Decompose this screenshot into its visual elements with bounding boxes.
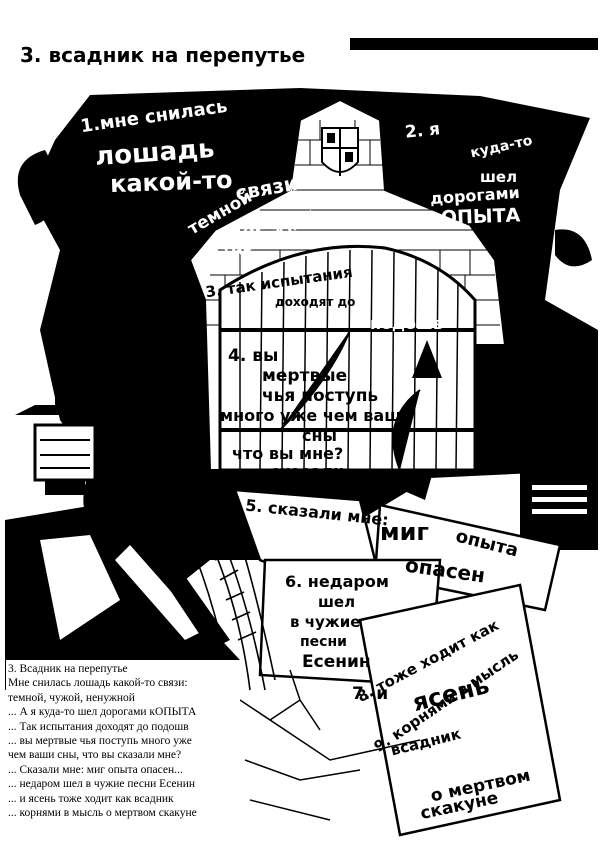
caption-line: ... недаром шел в чужие песни Есенин: [8, 778, 196, 791]
poem-fragment: подошв: [370, 314, 444, 333]
caption-line: ... и ясень тоже ходит как всадник: [8, 792, 174, 805]
black-triangle: [412, 340, 442, 378]
poem-fragment: какой-то: [109, 165, 233, 199]
caption-line: ... вы мертвые чья поступь много уже: [8, 735, 192, 748]
poem-fragment: миг: [380, 518, 429, 546]
paper-sheet: [358, 583, 562, 837]
pagoda-tower: [15, 345, 120, 495]
poem-fragment: лошадь: [94, 133, 216, 173]
ink-splash: [555, 229, 592, 267]
caption-line: Мне снилась лошадь какой-то связи:: [8, 677, 188, 690]
wheat-sketch: [194, 539, 276, 696]
ink-splash: [17, 150, 52, 225]
poem-caption: 3. Всадник на перепутье Мне снилась лоша…: [6, 660, 240, 844]
page-title: 3. всадник на перепутье: [12, 40, 314, 74]
poem-fragment: шел: [480, 168, 518, 186]
caption-line: чем ваши сны, что вы сказали мне?: [8, 749, 182, 762]
poem-fragment: 6. недаром: [285, 572, 389, 591]
poem-fragment: в чужие: [290, 613, 361, 631]
poem-fragment: шел: [318, 593, 356, 611]
caption-line: темной, чужой, ненужной: [8, 691, 135, 704]
poem-fragment: 7. и: [352, 684, 389, 704]
poem-fragment: 4. вы: [228, 346, 279, 366]
poem-fragment: 2. я: [403, 119, 442, 143]
poem-fragment: что вы мне?: [232, 444, 344, 463]
poem-fragment: сказали: [270, 462, 345, 481]
caption-line: ... А я куда-то шел дорогами кОПЫТА: [8, 706, 197, 719]
bottom-sketch: [239, 669, 421, 821]
white-bars: [532, 485, 587, 514]
poem-fragment: доходят до: [275, 295, 356, 309]
poem-fragment: Есенин: [302, 652, 371, 672]
caption-line: ... Сказали мне: миг опыта опасен...: [8, 763, 183, 776]
poem-fragment: мертвые: [262, 366, 348, 386]
poem-fragment: песни: [300, 634, 347, 650]
geometric-flag: [5, 505, 240, 700]
poem-fragment: много уже чем ваши: [220, 406, 413, 425]
caption-line: ... корнями в мысль о мертвом скакуне: [8, 807, 197, 820]
black-strip: [350, 38, 598, 50]
poem-fragment: чья поступь: [262, 386, 379, 406]
shield-emblem: [321, 127, 359, 176]
caption-line: 3. Всадник на перепутье: [8, 663, 128, 675]
poem-fragment: кОПЫТА: [427, 204, 521, 230]
arrow-shape: [402, 475, 432, 500]
caption-line: ... Так испытания доходят до подошв: [8, 720, 189, 733]
poem-fragment: сны: [302, 426, 338, 445]
